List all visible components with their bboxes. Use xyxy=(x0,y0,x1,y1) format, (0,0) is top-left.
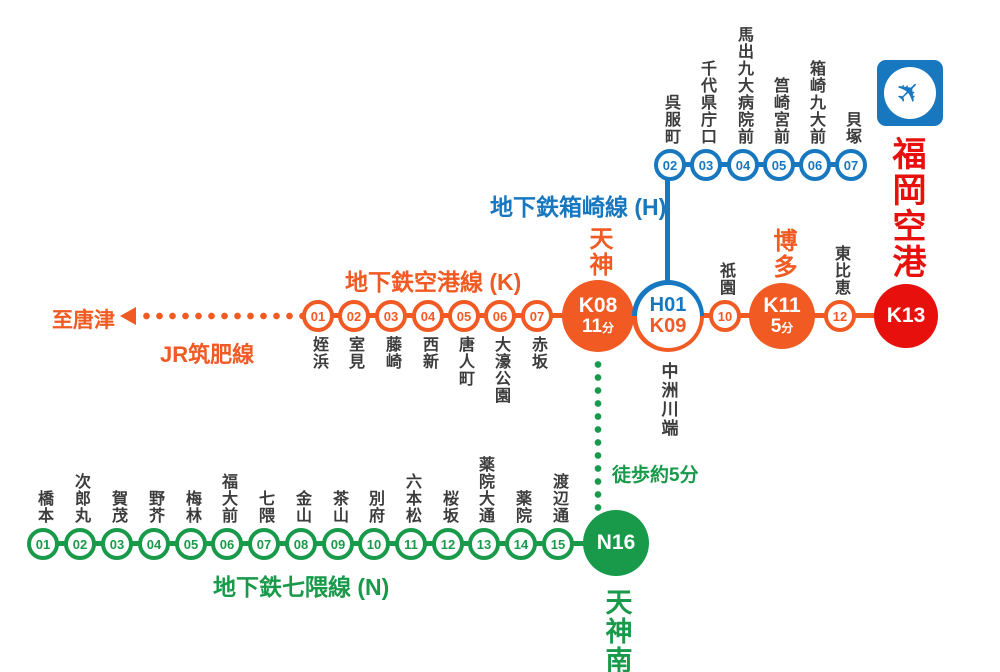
airplane-icon: ✈ xyxy=(884,67,936,119)
station-nanakuma-11: 11 xyxy=(395,528,427,560)
jr-chikuhi-line-label: JR筑肥線 xyxy=(160,342,255,367)
station-nanakuma-12: 12 xyxy=(432,528,464,560)
station-label-nanakuma-11: 六本松 xyxy=(403,473,420,524)
station-hakozaki-05: 05 xyxy=(763,149,795,181)
station-time: 5分 xyxy=(770,316,794,338)
station-nanakuma-15: 15 xyxy=(542,528,574,560)
station-nanakuma-14: 14 xyxy=(505,528,537,560)
station-code: K08 xyxy=(578,294,618,317)
jr-chikuhi-dotted-line xyxy=(140,312,310,320)
hakozaki-line-rail xyxy=(670,162,851,167)
station-label-nanakuma-09: 茶山 xyxy=(330,490,347,524)
station-label-hakozaki-04: 馬出九大病院前 xyxy=(735,26,752,145)
station-nanakuma-06: 06 xyxy=(211,528,243,560)
station-name-fukuoka-airport: 福岡空港 xyxy=(887,136,925,280)
station-label-nanakuma-14: 薬院 xyxy=(513,490,530,524)
station-nakasukawabata-h01-k09: H01 K09 xyxy=(632,280,704,352)
station-nanakuma-04: 04 xyxy=(138,528,170,560)
station-airport_west-02: 02 xyxy=(338,300,370,332)
station-nanakuma-13: 13 xyxy=(468,528,500,560)
station-nanakuma-08: 08 xyxy=(285,528,317,560)
station-label-nanakuma-04: 野芥 xyxy=(146,490,163,524)
station-label-nanakuma-06: 福大前 xyxy=(219,473,236,524)
station-label-nanakuma-08: 金山 xyxy=(293,490,310,524)
station-label-nanakuma-15: 渡辺通 xyxy=(550,473,567,524)
station-nanakuma-05: 05 xyxy=(175,528,207,560)
station-label-nanakuma-10: 別府 xyxy=(366,490,383,524)
walk-time-label: 徒歩約5分 xyxy=(612,465,699,486)
station-nanakuma-10: 10 xyxy=(358,528,390,560)
station-label-airport_west-06: 大濠公園 xyxy=(492,336,509,404)
hakozaki-line-label: 地下鉄箱崎線 (H) xyxy=(490,194,667,220)
station-time: 11分 xyxy=(581,316,615,338)
station-label-hakozaki-06: 箱崎九大前 xyxy=(807,60,824,145)
station-code: K11 xyxy=(763,294,801,317)
station-label-nanakuma-01: 橋本 xyxy=(35,490,52,524)
station-nanakuma-03: 03 xyxy=(101,528,133,560)
station-hakozaki-06: 06 xyxy=(799,149,831,181)
nanakuma-line-label: 地下鉄七隈線 (N) xyxy=(213,574,390,600)
station-airport_west-03: 03 xyxy=(375,300,407,332)
station-label-airport_west-03: 藤崎 xyxy=(383,336,400,370)
station-label-airport_east-12: 東比恵 xyxy=(832,245,849,296)
station-code: K13 xyxy=(886,303,926,327)
station-label-hakozaki-05: 筥崎宮前 xyxy=(771,77,788,145)
station-label-airport_west-02: 室見 xyxy=(346,336,363,370)
hakozaki-line-rail-vertical xyxy=(665,165,670,317)
fukuoka-airport-icon: ✈ xyxy=(877,60,943,126)
station-hakozaki-04: 04 xyxy=(727,149,759,181)
station-label-nanakuma-05: 梅林 xyxy=(183,490,200,524)
station-hakozaki-03: 03 xyxy=(690,149,722,181)
station-name-nakasukawabata: 中洲川端 xyxy=(658,362,678,438)
station-label-hakozaki-03: 千代県庁口 xyxy=(698,60,715,145)
station-hakata-k11: K11 5分 xyxy=(749,283,815,349)
station-code: N16 xyxy=(596,530,636,554)
station-airport_west-04: 04 xyxy=(412,300,444,332)
station-name-tenjin-minami: 天神南 xyxy=(601,588,632,672)
station-label-hakozaki-07: 貝塚 xyxy=(843,111,860,145)
walk-transfer-dotted-line xyxy=(594,358,602,513)
station-label-hakozaki-02: 呉服町 xyxy=(662,94,679,145)
station-tenjin-k08: K08 11分 xyxy=(562,280,634,352)
station-nanakuma-07: 07 xyxy=(248,528,280,560)
station-airport_west-01: 01 xyxy=(302,300,334,332)
station-code-h01: H01 xyxy=(649,294,687,316)
jr-chikuhi-arrow-icon xyxy=(120,307,136,325)
station-label-airport_east-10: 祇園 xyxy=(717,262,734,296)
station-nanakuma-02: 02 xyxy=(64,528,96,560)
station-label-nanakuma-07: 七隈 xyxy=(256,490,273,524)
airplane-glyph: ✈ xyxy=(889,72,931,114)
station-label-airport_west-05: 唐人町 xyxy=(456,336,473,387)
station-label-nanakuma-02: 次郎丸 xyxy=(72,473,89,524)
station-airport_west-05: 05 xyxy=(448,300,480,332)
station-label-airport_west-07: 赤坂 xyxy=(529,336,546,370)
station-label-airport_west-01: 姪浜 xyxy=(310,336,327,370)
station-name-tenjin: 天神 xyxy=(585,226,612,278)
station-label-airport_west-04: 西新 xyxy=(420,336,437,370)
to-karatsu-label: 至唐津 xyxy=(52,309,115,332)
station-name-hakata: 博多 xyxy=(769,228,796,280)
station-label-nanakuma-13: 薬院大通 xyxy=(476,456,493,524)
station-tenjin-minami-n16: N16 xyxy=(583,510,649,576)
station-label-nanakuma-12: 桜坂 xyxy=(440,490,457,524)
station-hakozaki-02: 02 xyxy=(654,149,686,181)
station-airport_west-06: 06 xyxy=(484,300,516,332)
station-nanakuma-01: 01 xyxy=(27,528,59,560)
station-nanakuma-09: 09 xyxy=(322,528,354,560)
station-hakozaki-07: 07 xyxy=(835,149,867,181)
station-fukuoka-airport-k13: K13 xyxy=(874,284,938,348)
station-code-k09: K09 xyxy=(649,315,687,337)
station-airport_west-07: 07 xyxy=(521,300,553,332)
airport-line-label: 地下鉄空港線 (K) xyxy=(345,269,522,295)
station-airport_east-12: 12 xyxy=(824,300,856,332)
station-airport_east-10: 10 xyxy=(709,300,741,332)
station-label-nanakuma-03: 賀茂 xyxy=(109,490,126,524)
